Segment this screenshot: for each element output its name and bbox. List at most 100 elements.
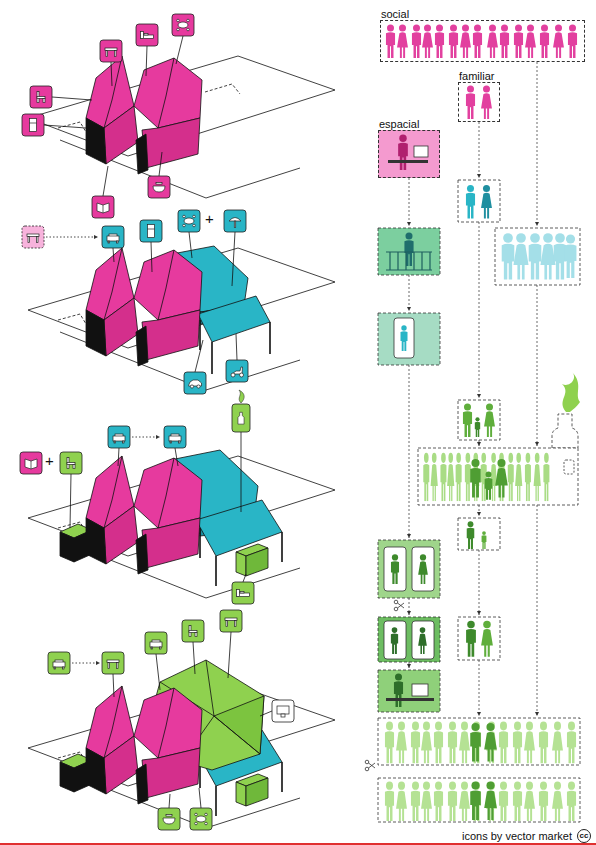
people-icon: [484, 781, 497, 820]
room-tag: [190, 808, 212, 830]
room-tag: [226, 360, 248, 382]
people-icon: [466, 621, 476, 657]
room-tag: [27, 234, 39, 243]
room-tag: [100, 40, 122, 62]
room-tag: [148, 176, 170, 198]
room-tag: [232, 582, 254, 604]
flow-box: [378, 670, 440, 712]
scissors-symbol: [394, 600, 404, 611]
leader-line: [159, 152, 162, 176]
flow-arrow: [409, 275, 410, 311]
room-tag: [22, 226, 44, 248]
room-tag: [232, 582, 254, 604]
people-icon: [475, 417, 480, 437]
sequence-arrow: [46, 237, 98, 238]
room-tag: [183, 215, 196, 227]
flow-box: [378, 718, 580, 765]
room-tag: [182, 620, 204, 642]
room-tag: [158, 808, 180, 830]
room-tag: [184, 372, 206, 394]
room-tag: [229, 218, 241, 228]
scissors-symbol: [365, 760, 375, 771]
flow-arrow: [409, 62, 537, 716]
leader-line: [111, 62, 112, 86]
people-icon: [529, 233, 542, 279]
activity-icon: [391, 554, 399, 584]
activity-icon: [384, 547, 406, 591]
room-tag: [108, 426, 130, 448]
people-icon: [467, 521, 475, 549]
room-tag: [108, 426, 130, 448]
room-tag: [189, 380, 202, 388]
people-icon: [385, 722, 576, 764]
house-stage-2: [28, 246, 335, 390]
people-icon: [423, 453, 549, 501]
espacial-fill: [378, 130, 440, 178]
flow-arrow: [537, 505, 538, 716]
box-heading: familiar: [459, 70, 494, 83]
room-tag: [232, 404, 250, 432]
box-heading: social: [381, 8, 409, 21]
leader-line: [175, 448, 178, 466]
activity-icon: [398, 134, 408, 170]
activity-icon: [386, 698, 434, 701]
room-tag: [22, 226, 44, 248]
scissors-symbol: [398, 603, 405, 608]
activity-icon: [394, 318, 414, 358]
room-tag: [182, 620, 204, 642]
room-tag: [225, 618, 237, 627]
room-tag: [107, 660, 119, 669]
room-tag: [102, 226, 124, 248]
leader-line: [189, 232, 192, 258]
room-tag: [37, 92, 45, 103]
room-tag: [172, 14, 194, 36]
leader-line: [176, 36, 183, 64]
note-label: +: [205, 211, 214, 228]
flow-box: [458, 400, 500, 440]
people-icon: [482, 531, 487, 549]
flow-arrow: [409, 662, 410, 668]
flow-arrow: [479, 550, 480, 615]
room-tag: [145, 632, 167, 654]
room-tag: [172, 14, 194, 36]
leader-line: [228, 632, 231, 678]
leader-line: [103, 166, 108, 196]
room-tag: [136, 24, 158, 46]
people-icon: [484, 403, 495, 436]
leader-line: [156, 654, 160, 690]
activity-icon: [401, 325, 408, 351]
people-icon: [385, 24, 577, 821]
house-stage-4: [28, 686, 335, 828]
leader-line: [243, 574, 246, 582]
scissors-symbol: [394, 600, 398, 604]
room-tag: [145, 632, 167, 654]
room-tag: [102, 652, 124, 674]
room-tag: [22, 114, 44, 136]
note-label: icons by vector market: [462, 830, 572, 842]
room-tag: [148, 176, 170, 198]
flow-box: [378, 228, 440, 275]
room-tag: [136, 24, 158, 46]
people-icon: [481, 185, 492, 218]
activity-icon: [418, 554, 428, 584]
leader-line: [151, 242, 152, 272]
room-tag: [20, 452, 42, 474]
room-tag: [232, 404, 250, 432]
room-tag: [30, 86, 52, 108]
leader-line: [241, 432, 242, 512]
people-icon: [386, 24, 577, 57]
room-tag: [231, 367, 244, 377]
sequence-arrow: [46, 237, 160, 663]
leader-line: [118, 448, 119, 466]
people-icon: [484, 723, 497, 762]
flow-box: [378, 180, 580, 822]
scissors-symbol: [369, 763, 376, 768]
flow-arrow: [409, 598, 410, 615]
house-stage-3: [28, 450, 335, 598]
leader-line: [169, 794, 170, 808]
flow-arrow: [479, 440, 480, 446]
flow-arrow: [479, 122, 480, 178]
scissors-symbol: [365, 767, 369, 771]
flow-arrow: [479, 505, 480, 516]
